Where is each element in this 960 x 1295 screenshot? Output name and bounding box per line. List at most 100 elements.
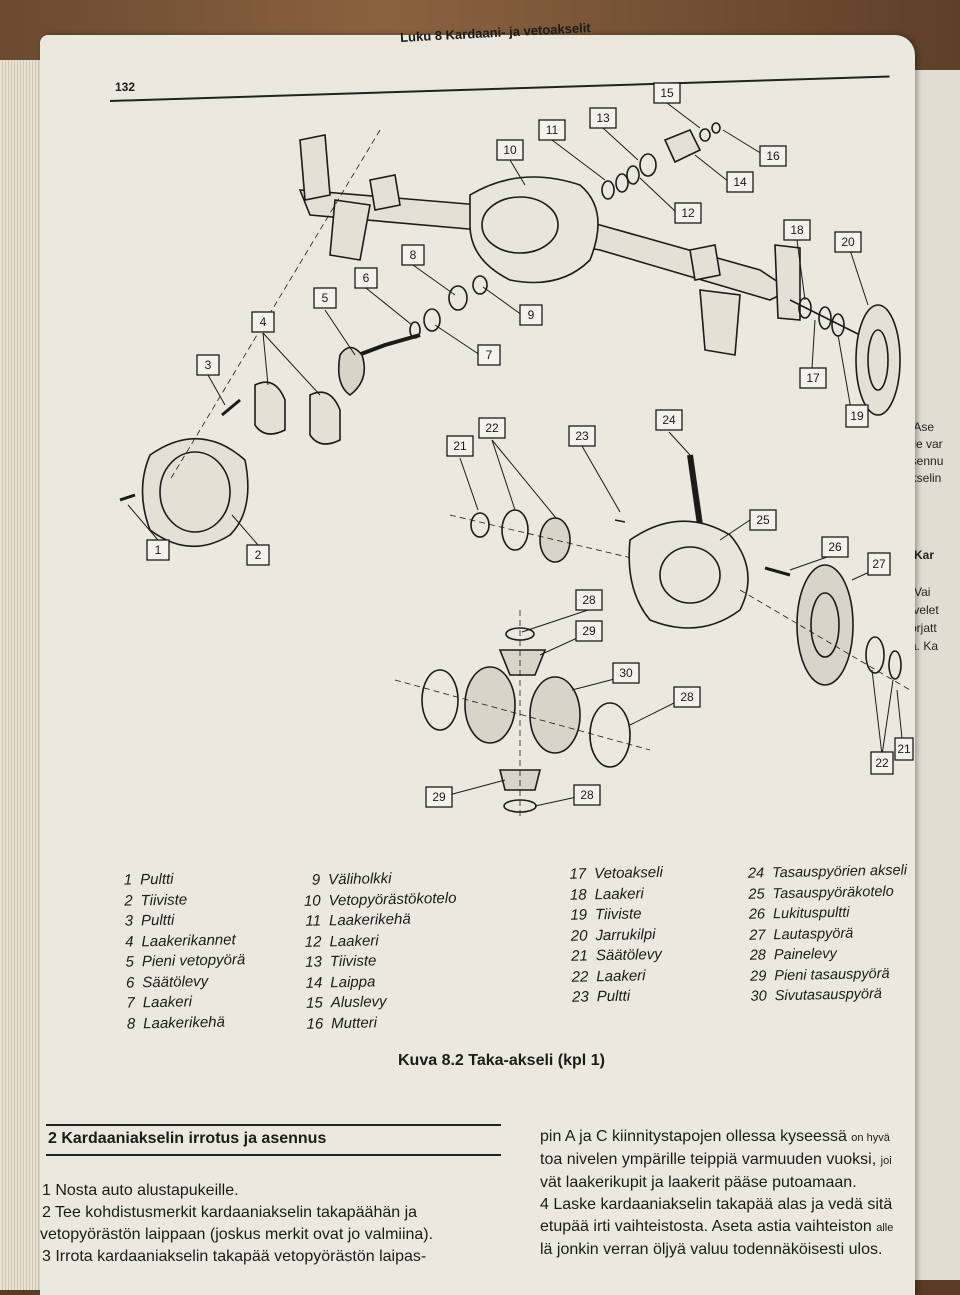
callout-number: 28 (580, 788, 594, 802)
callout-label: 15 (653, 82, 681, 104)
section-rule-bottom (46, 1154, 501, 1156)
callout-label: 2 (246, 544, 270, 566)
callout-label: 3 (196, 354, 220, 376)
callout-number: 22 (485, 421, 499, 435)
callout-number: 28 (582, 593, 596, 607)
callout-number: 14 (733, 175, 747, 189)
callout-label: 18 (783, 219, 811, 241)
text-line: 1 Nosta auto alustapukeille. (42, 1182, 239, 1199)
callout-label: 28 (673, 686, 701, 708)
callout-label: 29 (425, 786, 453, 808)
axle-drawing (119, 122, 911, 820)
callout-number: 1 (155, 543, 162, 557)
text-line: 2 Tee kohdistusmerkit kardaaniakselin ta… (42, 1204, 418, 1221)
callout-label: 26 (821, 536, 849, 558)
figure-caption: Kuva 8.2 Taka-akseli (kpl 1) (398, 1052, 605, 1069)
callout-label: 17 (799, 367, 827, 389)
callout-number: 9 (528, 308, 535, 322)
callout-number: 20 (841, 235, 855, 249)
callout-label: 1 (146, 539, 170, 561)
callout-number: 13 (596, 111, 610, 125)
text-line: vetopyörästön laippaan (joskus merkit ov… (40, 1226, 434, 1243)
text-line: toa nivelen ympärille teippiä varmuuden … (540, 1151, 892, 1168)
callout-number: 28 (680, 690, 694, 704)
callout-label: 11 (538, 119, 566, 141)
callout-number: 26 (828, 540, 842, 554)
leader-lines (127, 102, 904, 807)
callout-number: 6 (363, 271, 370, 285)
callout-number: 10 (503, 143, 517, 157)
callout-number: 2 (255, 548, 262, 562)
callout-label: 8 (401, 244, 425, 266)
text-line: 3 Irrota kardaaniakselin takapää vetopyö… (42, 1248, 427, 1265)
text-line: etupää irti vaihteistosta. Aseta astia v… (540, 1218, 894, 1235)
callout-label: 28 (575, 589, 603, 611)
callout-label: 30 (612, 662, 640, 684)
callout-label: 9 (519, 304, 543, 326)
callout-label: 25 (749, 509, 777, 531)
callout-label: 13 (589, 107, 617, 129)
callout-number: 30 (619, 666, 633, 680)
text-line: lä jonkin verran öljyä valuu todennäköis… (540, 1241, 883, 1258)
callout-label: 16 (759, 145, 787, 167)
text-line: vät laakerikupit ja laakerit pääse putoa… (540, 1174, 857, 1191)
callout-labels: 1 2 3 4 5 6 7 8 9 10 11 12 13 14 15 16 1… (146, 82, 914, 808)
callout-number: 5 (322, 291, 329, 305)
callout-number: 21 (453, 439, 467, 453)
callout-number: 27 (872, 557, 886, 571)
callout-number: 7 (486, 348, 493, 362)
callout-label: 12 (674, 202, 702, 224)
callout-label: 29 (575, 620, 603, 642)
callout-number: 16 (766, 149, 780, 163)
callout-number: 29 (582, 624, 596, 638)
callout-number: 12 (681, 206, 695, 220)
callout-label: 14 (726, 171, 754, 193)
section-rule-top (46, 1124, 501, 1126)
left-column-text: 1 Nosta auto alustapukeille. 2 Tee kohdi… (40, 1180, 433, 1268)
callout-label: 7 (477, 344, 501, 366)
callout-label: 5 (313, 287, 337, 309)
callout-number: 24 (662, 413, 676, 427)
callout-label: 21 (894, 737, 914, 761)
callout-number: 8 (410, 248, 417, 262)
callout-number: 25 (756, 513, 770, 527)
callout-label: 10 (496, 139, 524, 161)
callout-label: 22 (870, 751, 894, 775)
callout-number: 11 (546, 123, 559, 137)
callout-number: 15 (660, 86, 674, 100)
callout-number: 23 (575, 429, 589, 443)
callout-label: 24 (655, 409, 683, 431)
callout-label: 20 (834, 231, 862, 253)
callout-number: 18 (790, 223, 804, 237)
callout-number: 29 (432, 790, 446, 804)
callout-number: 3 (205, 358, 212, 372)
callout-number: 21 (897, 742, 911, 756)
callout-label: 22 (478, 417, 506, 439)
rear-axle-exploded-diagram: 1 2 3 4 5 6 7 8 9 10 11 12 13 14 15 16 1… (119, 82, 914, 820)
callout-number: 4 (260, 315, 267, 329)
callout-label: 28 (573, 784, 601, 806)
page-number: 132 (115, 80, 136, 94)
text-line: pin A ja C kiinnitystapojen ollessa kyse… (540, 1128, 890, 1145)
